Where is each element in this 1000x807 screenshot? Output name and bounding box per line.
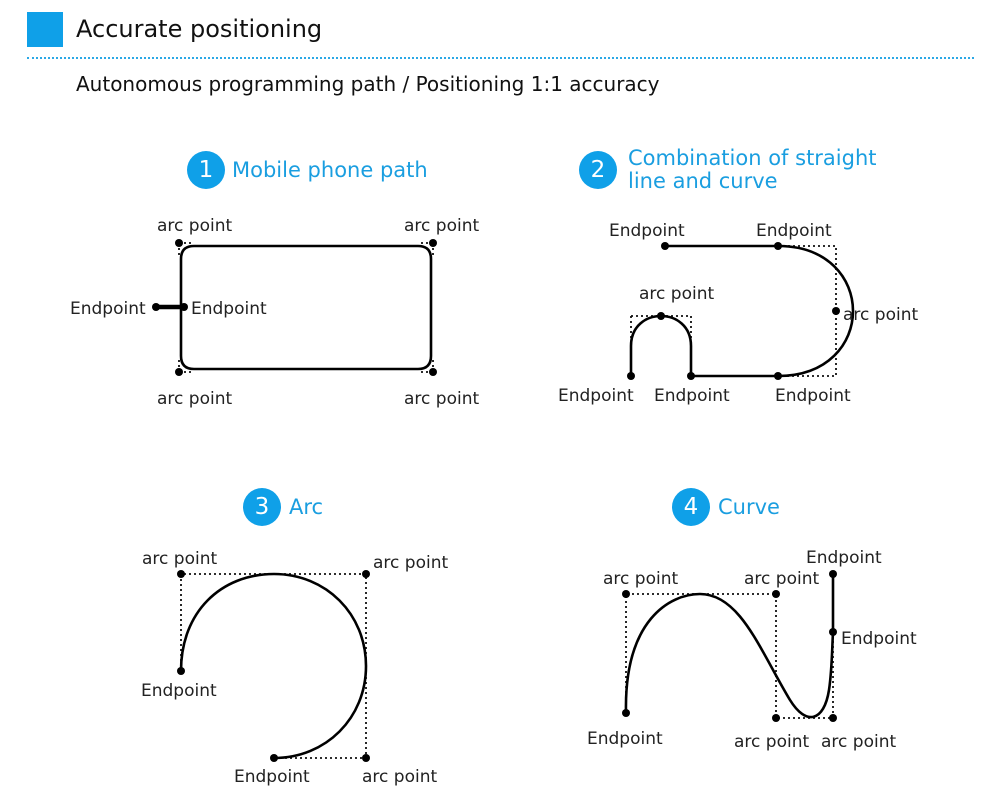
endpoint-dot: [627, 372, 635, 380]
endpoint-label: Endpoint: [756, 221, 832, 241]
endpoint-label: Endpoint: [609, 221, 685, 241]
arc-point-label: arc point: [843, 305, 918, 325]
diagram-mobile-phone-path: arc point arc point Endpoint Endpoint ar…: [70, 216, 479, 409]
arc-point-dot: [622, 590, 630, 598]
section-2-title-line2: line and curve: [628, 169, 778, 193]
arc-point-dot: [175, 239, 183, 247]
header-divider: [27, 57, 974, 59]
endpoint-dot: [687, 372, 695, 380]
endpoint-dot: [270, 754, 278, 762]
large-arc-guide-box: [778, 245, 837, 377]
endpoint-dot: [152, 303, 160, 311]
arc-point-label: arc point: [142, 549, 217, 569]
diagram-curve: arc point arc point Endpoint Endpoint En…: [587, 548, 917, 752]
endpoint-label: Endpoint: [587, 729, 663, 749]
section-2-title-line1: Combination of straight: [628, 146, 877, 170]
section-1-number-badge: 1: [187, 151, 225, 189]
curve-guide-left: [625, 574, 834, 719]
arc-point-dot: [429, 239, 437, 247]
arc-point-dot: [772, 590, 780, 598]
endpoint-dot: [180, 303, 188, 311]
section-2-number-badge: 2: [579, 151, 617, 189]
arc-point-label: arc point: [404, 389, 479, 409]
endpoint-dot: [829, 628, 837, 636]
endpoint-label: Endpoint: [191, 299, 267, 319]
arc-point-dot: [429, 368, 437, 376]
section-4-number-badge: 4: [672, 488, 710, 526]
endpoint-dot: [774, 242, 782, 250]
endpoint-dot: [774, 372, 782, 380]
header-accent-square: [27, 12, 63, 47]
endpoint-dot: [622, 709, 630, 717]
page-title: Accurate positioning: [76, 15, 323, 43]
endpoint-dot: [661, 242, 669, 250]
arc-point-label: arc point: [639, 284, 714, 304]
arc-point-dot: [772, 714, 780, 722]
endpoint-label: Endpoint: [234, 767, 310, 787]
curve-path: [624, 574, 835, 719]
arc-point-label: arc point: [821, 732, 896, 752]
endpoint-label: Endpoint: [654, 386, 730, 406]
arc-point-label: arc point: [744, 569, 819, 589]
endpoint-label: Endpoint: [775, 386, 851, 406]
page-subtitle: Autonomous programming path / Positionin…: [76, 72, 660, 96]
endpoint-dot: [829, 570, 837, 578]
arc-point-label: arc point: [157, 389, 232, 409]
endpoint-dot: [177, 667, 185, 675]
arc-point-dot: [175, 368, 183, 376]
endpoint-label: Endpoint: [841, 629, 917, 649]
arc-point-dot: [657, 312, 665, 320]
arc-point-label: arc point: [734, 732, 809, 752]
arc-point-label: arc point: [157, 216, 232, 236]
section-3-number-badge: 3: [243, 488, 281, 526]
arc-point-label: arc point: [362, 767, 437, 787]
phone-rounded-rect-path: [179, 244, 433, 371]
diagram-straight-and-curve: Endpoint Endpoint arc point arc point En…: [558, 221, 918, 406]
endpoint-label: Endpoint: [70, 299, 146, 319]
arc-point-label: arc point: [373, 553, 448, 573]
section-3-title: Arc: [289, 495, 324, 519]
arc-point-dot: [362, 754, 370, 762]
section-1-title: Mobile phone path: [232, 158, 428, 182]
arc-point-dot: [832, 307, 840, 315]
endpoint-label: Endpoint: [558, 386, 634, 406]
endpoint-label: Endpoint: [141, 681, 217, 701]
arc-path: [179, 572, 368, 760]
arc-point-label: arc point: [404, 216, 479, 236]
section-4-title: Curve: [718, 495, 780, 519]
endpoint-label: Endpoint: [806, 548, 882, 568]
arc-point-dot: [177, 570, 185, 578]
diagram-arc: arc point arc point Endpoint Endpoint ar…: [141, 549, 448, 787]
combined-line-curve-path: [629, 244, 855, 378]
arc-point-dot: [362, 570, 370, 578]
arc-point-dot: [829, 714, 837, 722]
arc-point-label: arc point: [603, 569, 678, 589]
arc-guide-box: [180, 573, 367, 759]
